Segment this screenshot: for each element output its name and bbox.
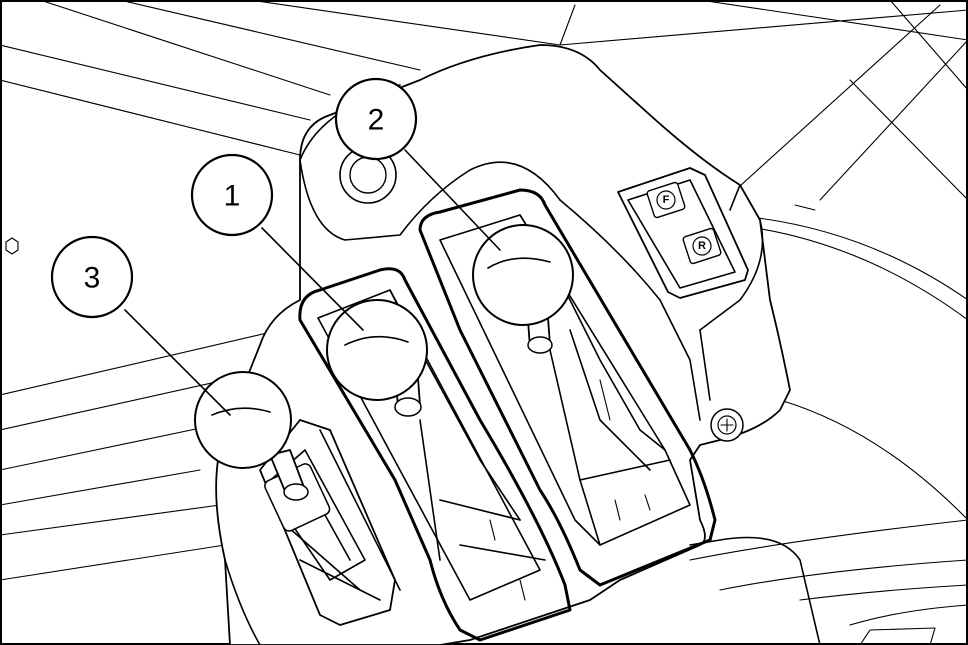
leader-lines — [124, 149, 501, 416]
gear-icon — [656, 190, 676, 210]
callout-2: 2 — [334, 77, 418, 161]
lever-2-knob[interactable] — [472, 224, 574, 326]
callout-3-label: 3 — [84, 262, 101, 295]
callout-2-label: 2 — [368, 104, 385, 137]
gear-icon — [692, 236, 712, 256]
callout-3: 3 — [50, 235, 134, 319]
switch-panel: F R — [617, 167, 749, 299]
socket — [339, 146, 397, 204]
switch-r-label: R — [698, 240, 706, 252]
lever-3-knob[interactable] — [194, 371, 292, 469]
switch-f-label: F — [663, 194, 670, 206]
key-switch — [710, 408, 744, 442]
lever-1-knob[interactable] — [326, 299, 428, 401]
lever-shafts — [269, 317, 553, 501]
callout-1-label: 1 — [224, 180, 241, 213]
callout-1: 1 — [190, 153, 274, 237]
